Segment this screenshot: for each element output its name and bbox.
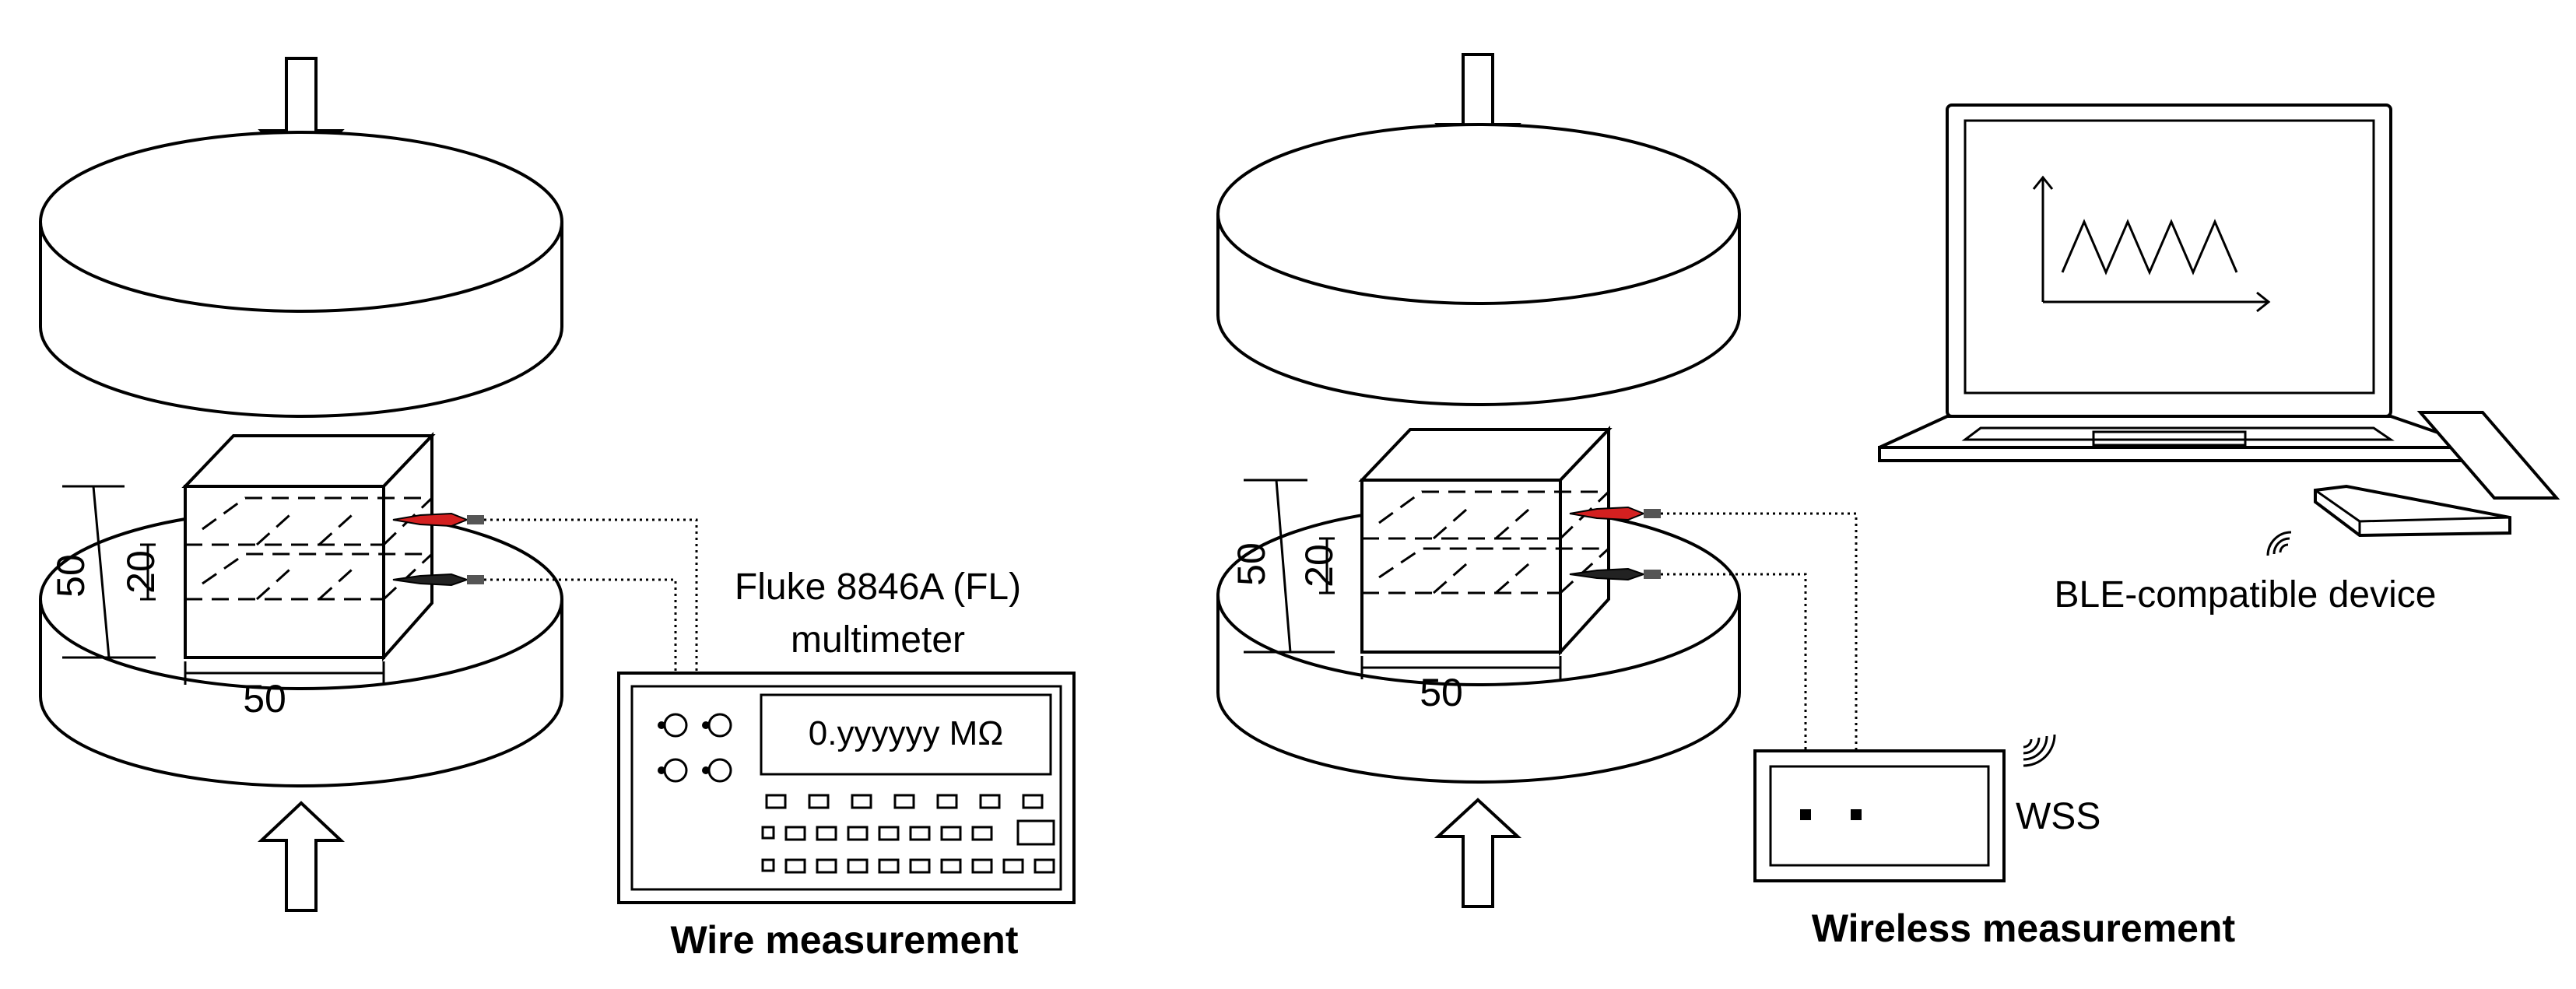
left-caption: Wire measurement xyxy=(671,918,1019,962)
right-caption: Wireless measurement xyxy=(1812,907,2236,950)
ble-dongle xyxy=(2314,411,2560,538)
wss-wireless-icon xyxy=(2023,734,2056,767)
screen-signal-plot xyxy=(2032,175,2271,313)
laptop xyxy=(1878,103,2483,462)
right-panel: 50 20 50 WSS xyxy=(1216,53,2560,950)
wire-black-right xyxy=(1661,573,1807,813)
top-platen-face-right xyxy=(1216,123,1741,305)
bottom-arrow-right xyxy=(1434,798,1522,908)
keypad xyxy=(761,794,1055,874)
dim-height-outer: 50 xyxy=(49,554,93,598)
dim-height-inner-right: 20 xyxy=(1297,544,1341,587)
input-jacks xyxy=(658,713,732,783)
instrument-label-line2: multimeter xyxy=(791,619,965,661)
dim-width-right: 50 xyxy=(1420,671,1463,714)
wire-black xyxy=(484,578,677,766)
wss-device xyxy=(1753,749,2006,882)
black-probe xyxy=(392,573,484,587)
black-probe-right xyxy=(1569,567,1661,581)
red-probe-right xyxy=(1569,506,1661,521)
multimeter-display xyxy=(760,693,1052,776)
dim-height-outer-right: 50 xyxy=(1230,542,1273,586)
red-probe xyxy=(392,512,484,528)
wss-label: WSS xyxy=(2016,796,2100,837)
dimension-lines-right xyxy=(1244,479,1562,679)
specimen-cube xyxy=(181,432,436,662)
wire-red-right xyxy=(1661,512,1858,813)
ble-label: BLE-compatible device xyxy=(2055,574,2437,615)
bottom-arrow xyxy=(257,801,346,912)
specimen-cube-right xyxy=(1358,426,1613,657)
left-panel: 50 20 50 Fluke 8846A (FL) multimeter 0.y… xyxy=(39,57,1076,962)
ble-wireless-icon xyxy=(2266,531,2292,556)
multimeter: 0.yyyyyy MΩ xyxy=(617,672,1076,904)
multimeter-reading: 0.yyyyyy MΩ xyxy=(809,714,1003,752)
dimension-lines xyxy=(62,485,385,685)
top-platen-face xyxy=(39,131,563,313)
wire-red xyxy=(484,518,698,720)
dim-height-inner: 20 xyxy=(119,550,163,594)
instrument-label-line1: Fluke 8846A (FL) xyxy=(735,566,1021,608)
dim-width: 50 xyxy=(243,677,286,721)
